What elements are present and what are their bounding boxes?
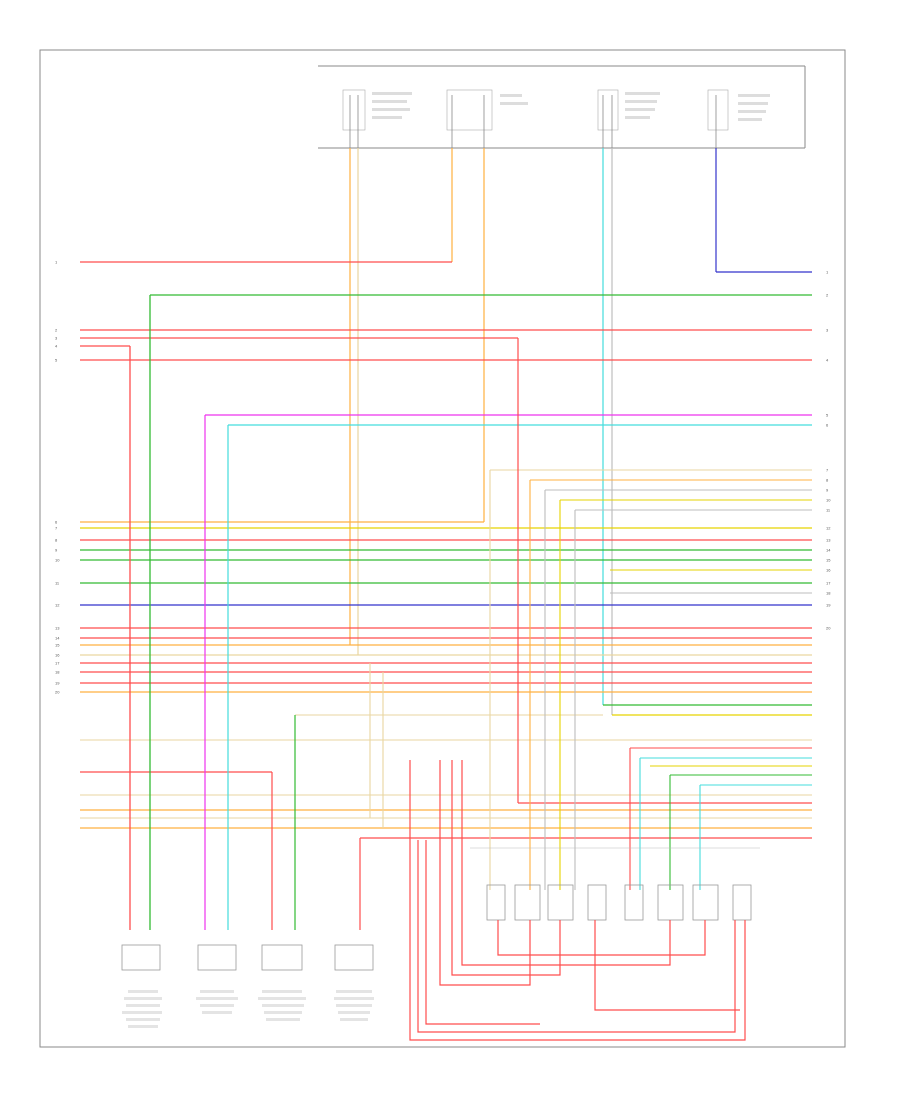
connector-4 bbox=[334, 944, 374, 971]
left-pin-number: 17 bbox=[55, 661, 60, 666]
solenoid-3 bbox=[547, 884, 574, 921]
solenoid-pack bbox=[470, 847, 760, 921]
right-pin-number: 12 bbox=[826, 526, 831, 531]
left-pin-number: 20 bbox=[55, 690, 60, 695]
bottom-connectors bbox=[121, 944, 374, 1028]
left-pin-number: 9 bbox=[55, 548, 58, 553]
left-pin-number: 18 bbox=[55, 670, 60, 675]
right-pin-number: 18 bbox=[826, 591, 831, 596]
left-pin-number: 16 bbox=[55, 653, 60, 658]
right-pin-number: 14 bbox=[826, 548, 831, 553]
right-pin-number: 11 bbox=[826, 508, 831, 513]
left-pin-number: 4 bbox=[55, 344, 58, 349]
left-pin-number: 12 bbox=[55, 603, 60, 608]
sensor-transmission-temp bbox=[342, 89, 412, 148]
right-pin-number: 4 bbox=[826, 358, 829, 363]
sensor-electronic-pressure bbox=[597, 89, 660, 148]
solenoid-8 bbox=[732, 884, 752, 921]
solenoid-4 bbox=[587, 884, 607, 921]
solenoid-7 bbox=[692, 884, 719, 921]
left-pin-number: 10 bbox=[55, 558, 60, 563]
right-pin-number: 20 bbox=[826, 626, 831, 631]
right-pin-number: 9 bbox=[826, 488, 829, 493]
right-pin-number: 8 bbox=[826, 478, 829, 483]
left-pin-number: 7 bbox=[55, 526, 58, 531]
connector-3 bbox=[261, 944, 303, 971]
sensor-torque-converter bbox=[707, 89, 770, 148]
right-pin-number: 3 bbox=[826, 328, 829, 333]
right-pin-number: 2 bbox=[826, 293, 829, 298]
right-pin-number: 15 bbox=[826, 558, 831, 563]
left-pin-number: 15 bbox=[55, 643, 60, 648]
right-pin-number: 5 bbox=[826, 413, 829, 418]
connector-1 bbox=[121, 944, 161, 971]
left-pin-number: 11 bbox=[55, 581, 60, 586]
left-pin-number: 2 bbox=[55, 328, 58, 333]
sensor-vertical-wires bbox=[80, 148, 812, 715]
solenoid-1 bbox=[486, 884, 506, 921]
bottom-vertical-wires bbox=[129, 295, 701, 930]
left-pin-number: 1 bbox=[55, 260, 58, 265]
ground-return-loops bbox=[409, 760, 746, 1041]
right-pin-number: 1 bbox=[826, 270, 829, 275]
horizontal-bus-wires bbox=[80, 294, 812, 839]
solenoid-6 bbox=[657, 884, 684, 921]
right-pin-number: 16 bbox=[826, 568, 831, 573]
diagram-frame bbox=[39, 49, 846, 1048]
left-pin-number: 13 bbox=[55, 626, 60, 631]
left-pin-number: 6 bbox=[55, 520, 58, 525]
left-pin-number: 3 bbox=[55, 336, 58, 341]
left-pin-number: 19 bbox=[55, 681, 60, 686]
right-pin-number: 19 bbox=[826, 603, 831, 608]
right-pin-number: 6 bbox=[826, 423, 829, 428]
right-pin-number: 10 bbox=[826, 498, 831, 503]
solenoid-5 bbox=[624, 884, 644, 921]
left-pin-number: 14 bbox=[55, 636, 60, 641]
sensor-dual-switch bbox=[446, 89, 528, 148]
right-pin-number: 13 bbox=[826, 538, 831, 543]
pcm-component-block bbox=[318, 65, 806, 149]
right-pin-number: 7 bbox=[826, 468, 829, 473]
left-pin-number: 5 bbox=[55, 358, 58, 363]
solenoid-2 bbox=[514, 884, 541, 921]
left-pin-number: 8 bbox=[55, 538, 58, 543]
connector-2 bbox=[197, 944, 237, 971]
right-pin-number: 17 bbox=[826, 581, 831, 586]
